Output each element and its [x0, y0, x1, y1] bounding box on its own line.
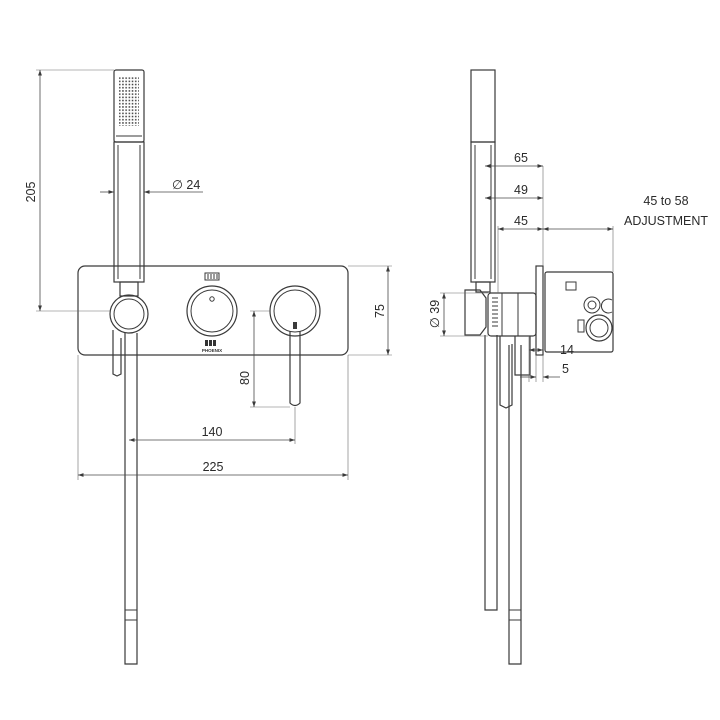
dim-label-140: 140 — [202, 425, 223, 439]
lever-indicator-icon — [293, 322, 297, 329]
diverter-knob — [186, 285, 238, 337]
outlet-bracket-side — [464, 289, 487, 336]
dim-label-205: 205 — [24, 182, 38, 203]
side-view: 65 49 45 45 to 58 ADJUSTMENT ∅ 39 14 5 — [428, 69, 708, 665]
spray-face-icon — [119, 76, 139, 126]
dim-label-45: 45 — [514, 214, 528, 228]
valve-cap-icon — [600, 298, 613, 314]
dim-label-5: 5 — [562, 362, 569, 376]
dim-label-outlet-diameter: ∅ 39 — [428, 300, 442, 328]
hose-connector — [119, 281, 139, 297]
cartridge-icon — [585, 314, 613, 342]
outlet-elbow — [112, 330, 122, 377]
hose-loop-side — [484, 335, 498, 611]
brand-mark: PHOENIX — [202, 348, 222, 353]
front-view: PHOENIX 205 ∅ 24 75 80 140 22 — [24, 69, 392, 665]
wall-plate — [77, 265, 349, 356]
dim-label-adjust-range: 45 to 58 — [643, 194, 688, 208]
dim-label-65: 65 — [514, 151, 528, 165]
shower-hose-side — [508, 345, 522, 665]
knob-indicator-icon — [209, 296, 215, 302]
brand-logo-icon: PHOENIX — [202, 340, 222, 353]
dim-label-75: 75 — [373, 304, 387, 318]
dim-label-hose-diameter: ∅ 24 — [172, 178, 200, 192]
dim-label-80: 80 — [238, 371, 252, 385]
valve-port-icon — [583, 296, 601, 314]
diverter-symbol-icon — [204, 272, 220, 281]
dim-label-adjust-word: ADJUSTMENT — [624, 214, 708, 228]
in-wall-body — [544, 271, 614, 353]
outlet-elbow-side — [499, 336, 513, 409]
shower-hose — [124, 333, 138, 665]
outlet-thread-icon — [492, 297, 498, 327]
hose-outlet — [109, 294, 149, 334]
mixer-lever — [289, 331, 301, 407]
wall-plate-side — [535, 265, 544, 356]
lever-side — [514, 336, 531, 376]
hand-shower-head-side — [470, 69, 496, 143]
dim-label-225: 225 — [203, 460, 224, 474]
dim-label-49: 49 — [514, 183, 528, 197]
dim-label-14: 14 — [560, 343, 574, 357]
